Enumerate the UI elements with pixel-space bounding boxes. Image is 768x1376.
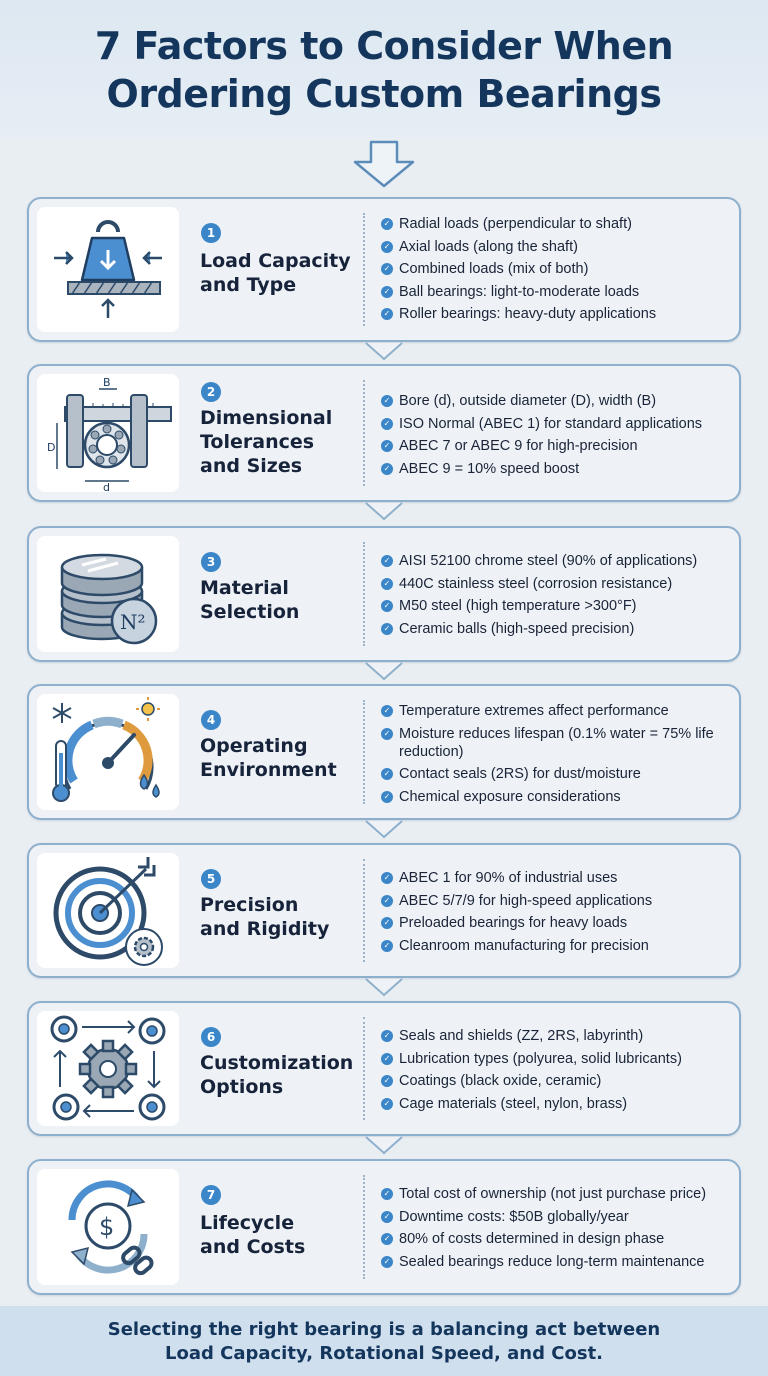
bullet-list: Radial loads (perpendicular to shaft) Ax… <box>381 215 741 328</box>
list-item: Ceramic balls (high-speed precision) <box>381 620 741 638</box>
factor-card-4: 4 Operating Environment Temperature extr… <box>27 684 741 820</box>
chevron-down-icon <box>365 662 403 681</box>
chevron-down-icon <box>365 820 403 839</box>
gauge-environment-icon <box>37 694 179 810</box>
chevron-down-icon <box>365 1136 403 1155</box>
list-item: ABEC 7 or ABEC 9 for high-precision <box>381 437 741 455</box>
list-item: Preloaded bearings for heavy loads <box>381 914 741 932</box>
gear-cycle-icon <box>37 1011 179 1126</box>
factor-number: 7 <box>201 1185 221 1205</box>
list-item: M50 steel (high temperature >300°F) <box>381 597 741 615</box>
bullet-list: AISI 52100 chrome steel (90% of applicat… <box>381 552 741 642</box>
factor-number: 1 <box>201 223 221 243</box>
list-item: Chemical exposure considerations <box>381 788 741 806</box>
list-item: ISO Normal (ABEC 1) for standard applica… <box>381 415 741 433</box>
factor-title: Customization Options <box>200 1052 354 1098</box>
factor-number: 2 <box>201 382 221 402</box>
factor-card-1: 1 Load Capacity and Type Radial loads (p… <box>27 197 741 342</box>
divider <box>363 1175 365 1279</box>
down-arrow-icon <box>353 140 415 188</box>
material-stack-icon: N² <box>37 536 179 652</box>
list-item: Radial loads (perpendicular to shaft) <box>381 215 741 233</box>
factor-card-3: N² 3 Material Selection AISI 52100 chrom… <box>27 526 741 662</box>
list-item: Roller bearings: heavy-duty applications <box>381 305 741 323</box>
factor-card-7: $ 7 Lifecycle and Costs Total cost of ow… <box>27 1159 741 1295</box>
list-item: Cage materials (steel, nylon, brass) <box>381 1095 741 1113</box>
divider <box>363 859 365 962</box>
factor-title: Material Selection <box>200 577 300 623</box>
bullet-list: Seals and shields (ZZ, 2RS, labyrinth) L… <box>381 1027 741 1117</box>
list-item: Temperature extremes affect performance <box>381 702 741 720</box>
factor-number: 3 <box>201 552 221 572</box>
divider <box>363 542 365 646</box>
bullet-list: Bore (d), outside diameter (D), width (B… <box>381 392 741 482</box>
list-item: AISI 52100 chrome steel (90% of applicat… <box>381 552 741 570</box>
icon-label: $ <box>99 1213 114 1241</box>
target-precision-icon <box>37 853 179 968</box>
list-item: Seals and shields (ZZ, 2RS, labyrinth) <box>381 1027 741 1045</box>
page-title: 7 Factors to Consider When Ordering Cust… <box>94 24 674 116</box>
factor-number: 5 <box>201 869 221 889</box>
factor-card-6: 6 Customization Options Seals and shield… <box>27 1001 741 1136</box>
list-item: Contact seals (2RS) for dust/moisture <box>381 765 741 783</box>
list-item: 440C stainless steel (corrosion resistan… <box>381 575 741 593</box>
list-item: Axial loads (along the shaft) <box>381 238 741 256</box>
chevron-down-icon <box>365 978 403 997</box>
icon-label-D: D <box>47 441 55 454</box>
list-item: Combined loads (mix of both) <box>381 260 741 278</box>
bullet-list: Total cost of ownership (not just purcha… <box>381 1185 741 1275</box>
list-item: Coatings (black oxide, ceramic) <box>381 1072 741 1090</box>
divider <box>363 700 365 804</box>
list-item: Cleanroom manufacturing for precision <box>381 937 741 955</box>
factor-title: Lifecycle and Costs <box>200 1212 306 1258</box>
weight-load-icon <box>37 207 179 332</box>
list-item: Ball bearings: light-to-moderate loads <box>381 283 741 301</box>
factor-number: 6 <box>201 1027 221 1047</box>
list-item: 80% of costs determined in design phase <box>381 1230 741 1248</box>
list-item: ABEC 1 for 90% of industrial uses <box>381 869 741 887</box>
list-item: Sealed bearings reduce long-term mainten… <box>381 1253 741 1271</box>
factor-title: Operating Environment <box>200 735 337 781</box>
footer: Selecting the right bearing is a balanci… <box>0 1306 768 1376</box>
list-item: Downtime costs: $50B globally/year <box>381 1208 741 1226</box>
factor-card-5: 5 Precision and Rigidity ABEC 1 for 90% … <box>27 843 741 978</box>
divider <box>363 1017 365 1120</box>
bullet-list: Temperature extremes affect performance … <box>381 702 741 810</box>
chevron-down-icon <box>365 342 403 361</box>
dollar-cycle-icon: $ <box>37 1169 179 1285</box>
icon-label-b: B <box>103 376 111 389</box>
caliper-bearing-icon: B D d <box>37 374 179 493</box>
list-item: ABEC 5/7/9 for high-speed applications <box>381 892 741 910</box>
list-item: Total cost of ownership (not just purcha… <box>381 1185 741 1203</box>
factor-title: Dimensional Tolerances and Sizes <box>200 407 333 477</box>
header: 7 Factors to Consider When Ordering Cust… <box>0 0 768 138</box>
factor-card-2: B D d 2 Dimensional Tolerances and Sizes… <box>27 364 741 502</box>
divider <box>363 213 365 326</box>
bullet-list: ABEC 1 for 90% of industrial uses ABEC 5… <box>381 869 741 959</box>
factor-title: Load Capacity and Type <box>200 250 351 296</box>
divider <box>363 380 365 486</box>
footer-summary: Selecting the right bearing is a balanci… <box>107 1319 661 1364</box>
factor-title: Precision and Rigidity <box>200 894 330 940</box>
factor-number: 4 <box>201 710 221 730</box>
chevron-down-icon <box>365 502 403 521</box>
icon-label-d: d <box>103 481 110 493</box>
list-item: Lubrication types (polyurea, solid lubri… <box>381 1050 741 1068</box>
list-item: ABEC 9 = 10% speed boost <box>381 460 741 478</box>
icon-label: N² <box>120 610 146 634</box>
list-item: Bore (d), outside diameter (D), width (B… <box>381 392 741 410</box>
list-item: Moisture reduces lifespan (0.1% water = … <box>381 725 741 761</box>
